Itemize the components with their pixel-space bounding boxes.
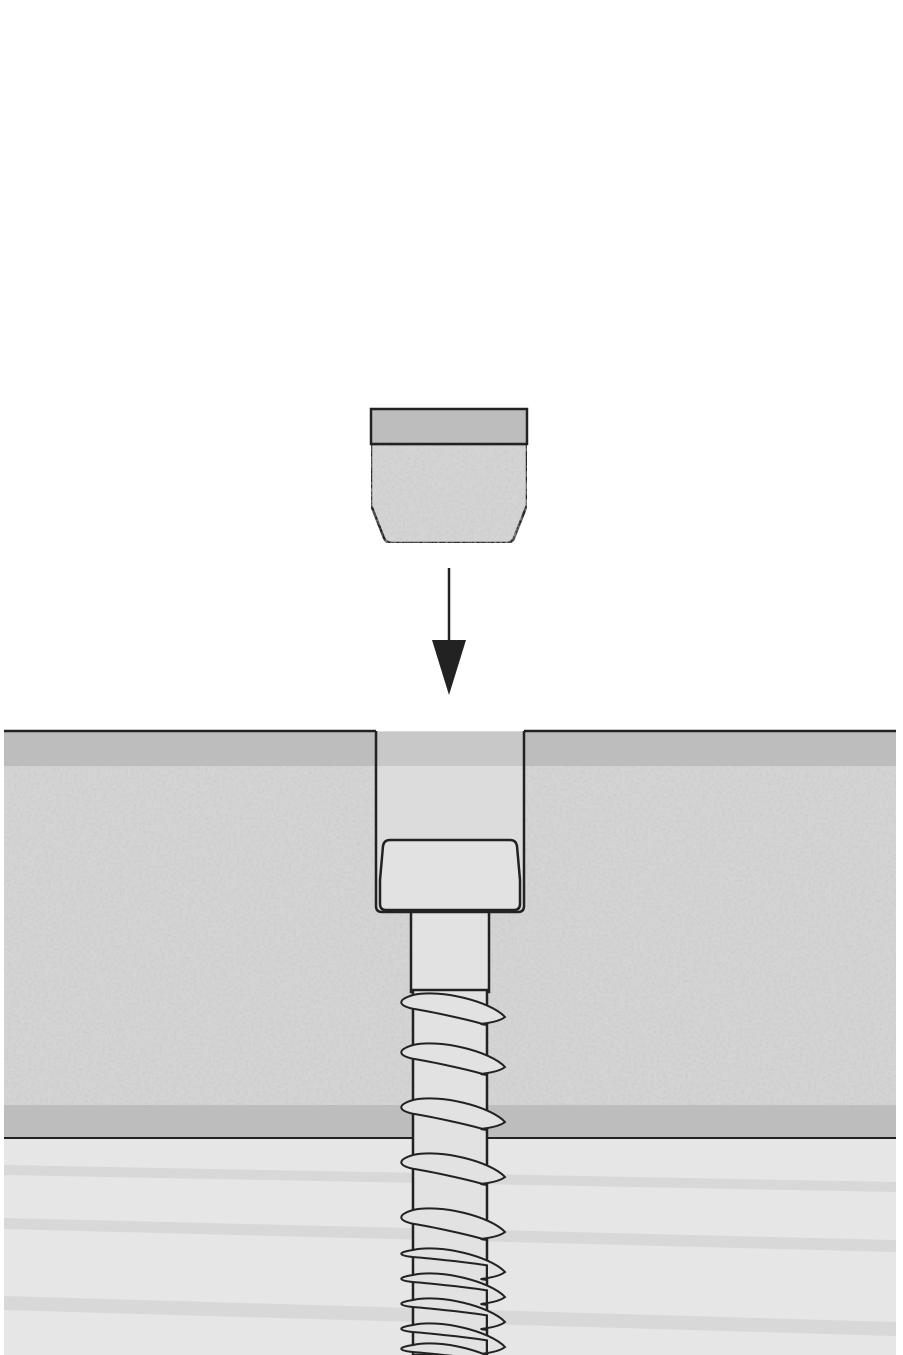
thread-turn [400,1097,507,1132]
thread-turn [400,1042,507,1077]
thread-turn [400,1152,507,1187]
thread-turn [400,1207,507,1242]
thread-turn [400,1247,507,1282]
arrow-down-icon [432,568,466,695]
thread-turn [400,1297,507,1332]
thread-turn [400,992,507,1027]
thread-turn [400,1272,507,1307]
thread-turn [400,1342,489,1355]
cap-plug-icon [369,407,529,545]
